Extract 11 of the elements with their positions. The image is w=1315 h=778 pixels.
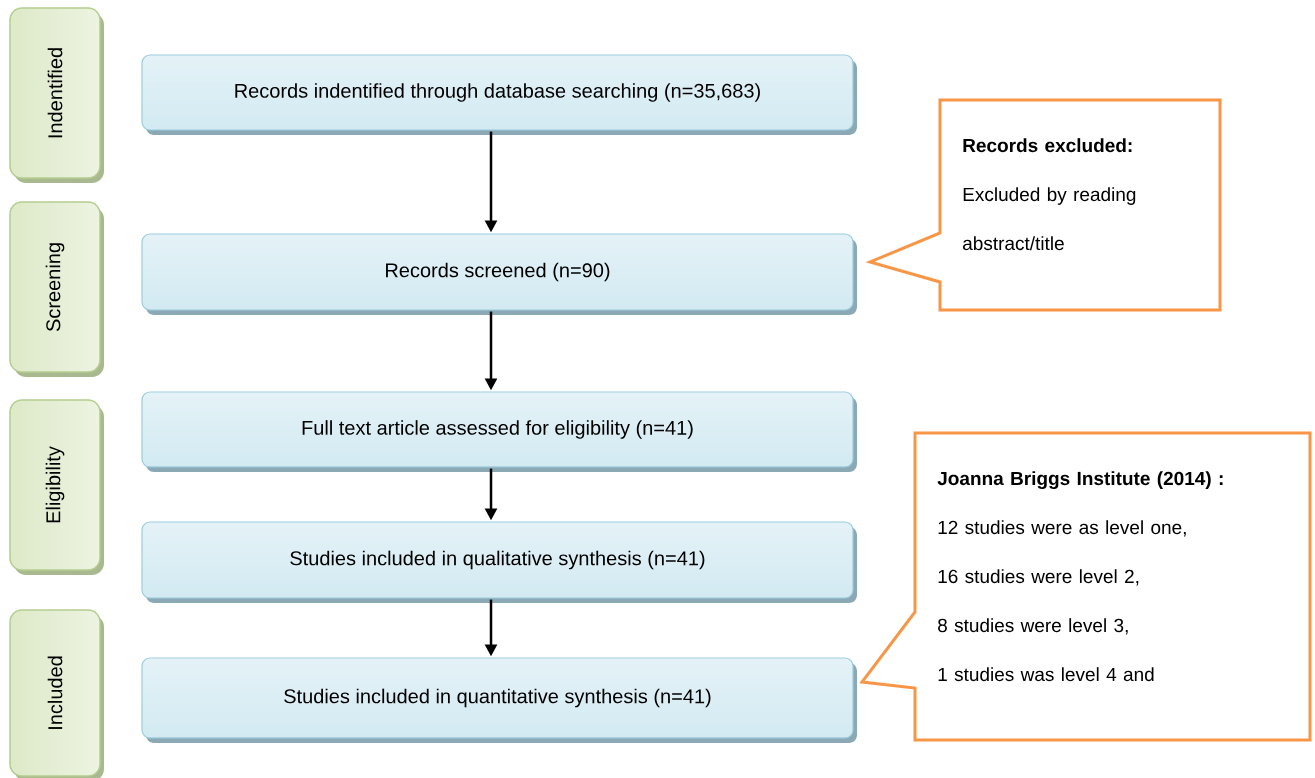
process-box: Studies included in quantitative synthesis (n=41) xyxy=(141,657,857,743)
stage-box: Eligibility xyxy=(9,399,104,575)
stage-box: Indentified xyxy=(9,7,104,183)
stage-box: Included xyxy=(9,609,104,778)
process-box: Studies included in qualitative synthesis (n=41) xyxy=(141,521,857,603)
process-box: Full text article assessed for eligibility (n=41) xyxy=(141,391,857,472)
process-box: Records indentified through database searching (n=35,683) xyxy=(141,54,857,135)
stage-box: Screening xyxy=(9,201,104,377)
process-box: Records screened (n=90) xyxy=(141,233,857,315)
callout-box: Records excluded: Excluded by reading abstract/title xyxy=(865,98,1222,312)
callout-box: Joanna Briggs Institute (2014) : 12 studies were as level one, 16 studies were level 2, 8 studies were level 3, 1 studies was level 4 and xyxy=(859,431,1312,742)
